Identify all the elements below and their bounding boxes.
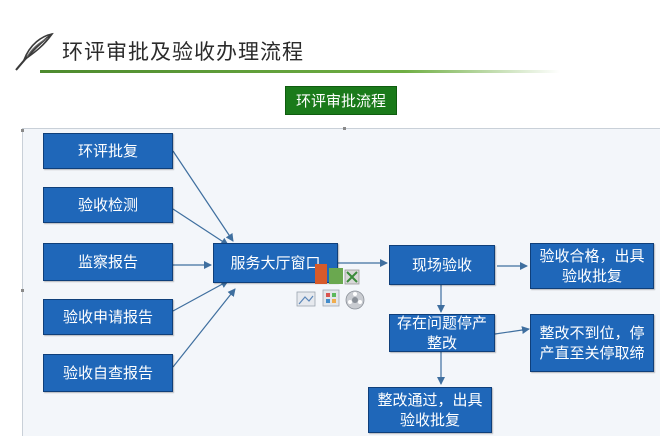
box-problem: 存在问题停产整改 xyxy=(389,314,495,352)
box-site-check: 现场验收 xyxy=(389,245,495,285)
flow-diagram: 环评批复 验收检测 监察报告 验收申请报告 验收自查报告 服务大厅窗口 现场验收… xyxy=(21,127,660,436)
frame-handle xyxy=(343,127,346,130)
box-shenqing: 验收申请报告 xyxy=(43,299,173,335)
flow-arrows xyxy=(172,150,530,385)
frame-handle xyxy=(21,289,24,292)
office-apps-icon xyxy=(296,264,365,310)
arrow-jiance-to-window xyxy=(172,208,229,246)
section-title: 环评审批流程 xyxy=(285,86,397,115)
arrow-problem-to-fail xyxy=(494,326,530,335)
box-fail: 整改不到位，停产直至关停取缔 xyxy=(530,314,654,372)
box-jiancha: 监察报告 xyxy=(43,243,173,281)
box-pass: 验收合格，出具验收批复 xyxy=(530,243,654,289)
arrow-zicha-to-window xyxy=(172,288,236,368)
box-fixed: 整改通过，出具验收批复 xyxy=(368,387,492,433)
header: 环评审批及验收办理流程 xyxy=(0,0,660,80)
arrow-pifu-to-window xyxy=(172,150,234,242)
feather-icon xyxy=(15,32,54,71)
frame-handle xyxy=(21,129,24,132)
arrow-shenqing-to-window xyxy=(172,280,229,312)
box-jiance: 验收检测 xyxy=(43,187,173,223)
page-title: 环评审批及验收办理流程 xyxy=(62,40,304,64)
header-divider xyxy=(40,70,560,73)
box-pifu: 环评批复 xyxy=(43,133,173,169)
box-zicha: 验收自查报告 xyxy=(43,354,173,392)
